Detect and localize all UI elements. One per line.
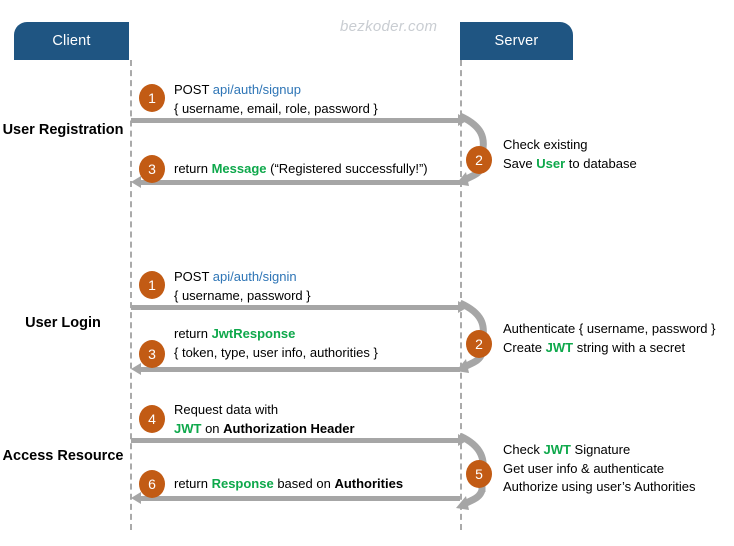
section-label-user-login: User Login — [0, 313, 126, 333]
server-note-highlight-jwt: JWT — [545, 339, 574, 355]
actor-client-label: Client — [52, 33, 91, 49]
response-payload: { token, type, user info, authorities } — [174, 344, 378, 360]
server-note-line-1-post: Signature — [570, 442, 631, 457]
section-label-line-1: User — [25, 315, 58, 331]
message-payload: { username, password } — [174, 287, 311, 303]
section-label-line-1: User — [2, 122, 35, 138]
section-label-access-resource: Access Resource — [0, 446, 126, 466]
section-label-line-2: Login — [61, 315, 101, 331]
message-method: POST — [174, 82, 213, 97]
message-signup-request: POST api/auth/signup { username, email, … — [174, 81, 378, 118]
request-bold-auth-header: Authorization Header — [223, 420, 355, 436]
server-note-highlight-user: User — [536, 155, 566, 171]
watermark-text: bezkoder.com — [340, 18, 438, 35]
actor-header-server: Server — [460, 22, 573, 60]
message-method: POST — [174, 269, 213, 284]
message-resource-response: return Response based on Authorities — [174, 475, 403, 494]
server-note-line-2-post: string with a secret — [573, 339, 686, 355]
server-note-line-2-post: to database — [565, 155, 637, 171]
server-note-line-3: Authorize using user’s Authorities — [503, 479, 696, 494]
server-note-line-1: Authenticate { username, password } — [503, 321, 716, 336]
message-signin-response: return JwtResponse { token, type, user i… — [174, 325, 378, 362]
response-highlight-response: Response — [211, 476, 274, 491]
response-pre: return — [174, 161, 212, 176]
arrow-signup-request — [131, 114, 468, 126]
server-note-line-1: Check existing — [503, 137, 588, 152]
arrow-signup-response — [131, 176, 460, 188]
server-note-line-2-pre: Save — [503, 155, 537, 171]
section-label-line-2: Resource — [57, 448, 124, 464]
step-badge-3-login: 3 — [139, 340, 165, 368]
arrow-signin-request — [131, 301, 468, 313]
actor-server-label: Server — [494, 33, 539, 49]
message-signin-request: POST api/auth/signin { username, passwor… — [174, 268, 311, 305]
lifeline-client — [130, 60, 132, 530]
message-signup-response: return Message (“Registered successfully… — [174, 160, 428, 179]
server-note-registration: Check existing Save User to database — [503, 136, 637, 173]
step-badge-2: 2 — [466, 146, 492, 174]
server-note-highlight-jwt: JWT — [543, 442, 571, 457]
message-endpoint-link: api/auth/signin — [212, 269, 297, 284]
response-mid: based on — [273, 476, 335, 491]
response-pre: return — [174, 476, 212, 491]
server-note-line-2-pre: Create — [503, 339, 546, 355]
section-label-line-2: Registration — [38, 122, 124, 138]
server-note-resource: Check JWT Signature Get user info & auth… — [503, 441, 695, 497]
arrow-resource-response — [131, 492, 460, 504]
server-note-login: Authenticate { username, password } Crea… — [503, 320, 715, 357]
request-highlight-jwt: JWT — [174, 420, 202, 436]
response-bold-authorities: Authorities — [334, 476, 404, 491]
actor-header-client: Client — [14, 22, 129, 60]
arrow-resource-request — [131, 434, 468, 446]
step-badge-1: 1 — [139, 84, 165, 112]
section-label-user-registration: User Registration — [0, 120, 126, 140]
step-badge-5: 5 — [466, 460, 492, 488]
section-label-line-1: Access — [2, 448, 54, 464]
step-badge-6: 6 — [139, 470, 165, 498]
step-badge-1-login: 1 — [139, 271, 165, 299]
step-badge-3: 3 — [139, 155, 165, 183]
step-badge-2-login: 2 — [466, 330, 492, 358]
response-post: (“Registered successfully!”) — [266, 161, 428, 176]
response-highlight-message: Message — [211, 161, 267, 176]
arrow-signin-response — [131, 363, 460, 375]
response-pre: return — [174, 326, 212, 341]
message-resource-request: Request data with JWT on Authorization H… — [174, 401, 355, 438]
message-endpoint-link: api/auth/signup — [212, 82, 301, 97]
request-line-2-mid: on — [201, 420, 224, 436]
server-note-line-1-pre: Check — [503, 442, 544, 457]
lifeline-server — [460, 60, 462, 530]
request-line-1: Request data with — [174, 402, 279, 417]
server-note-line-2: Get user info & authenticate — [503, 460, 665, 476]
message-payload: { username, email, role, password } — [174, 100, 378, 116]
response-highlight-jwtresponse: JwtResponse — [211, 326, 296, 341]
step-badge-4: 4 — [139, 405, 165, 433]
